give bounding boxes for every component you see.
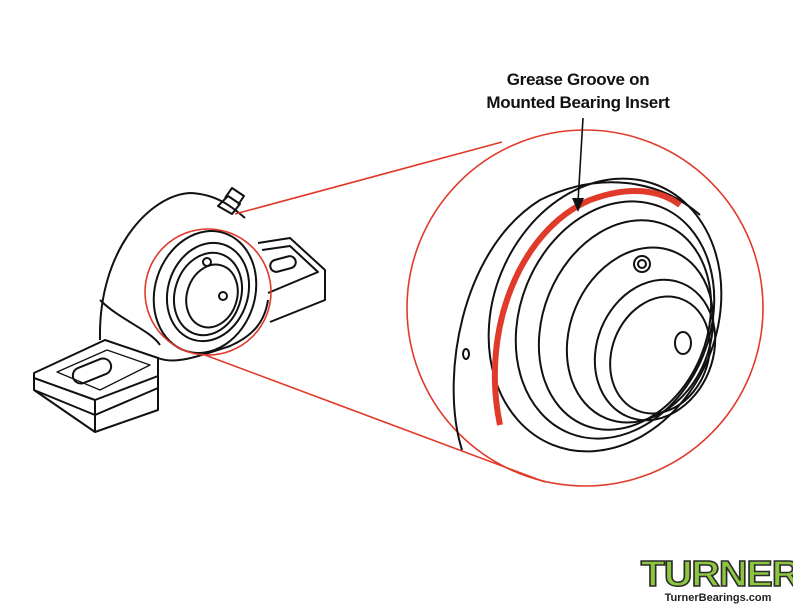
callout-line-bottom [204,354,546,483]
callout-label-line1: Grease Groove on [506,70,650,89]
zoom-callout [144,129,764,487]
grease-groove [491,187,682,426]
enlarged-bearing-insert [452,117,723,453]
turner-logo: TURNER TurnerBearings.com [640,555,793,604]
large-zoom-circle [406,129,764,487]
callout-label-line2: Mounted Bearing Insert [486,93,670,112]
arrow-head [572,198,584,212]
callout-arrow [577,117,584,203]
callout-line-top [234,141,503,215]
pillow-block-housing [33,187,326,433]
logo-wordmark: TURNER [640,553,793,594]
small-zoom-circle [144,228,272,356]
logo-url: TurnerBearings.com [664,592,772,604]
